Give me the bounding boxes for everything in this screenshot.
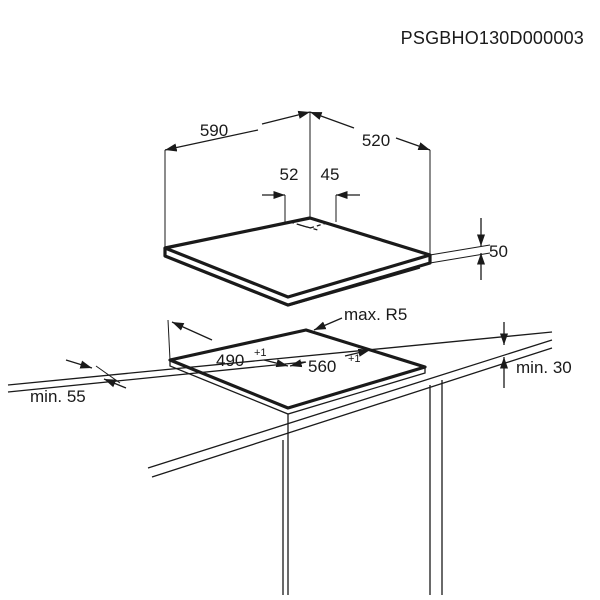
dim-min55-arrow-b <box>103 378 127 389</box>
dim-490-arrow-b <box>263 359 289 368</box>
dim-590-line-b <box>261 110 311 125</box>
hob-plate-edge <box>163 248 432 307</box>
dim-cutout-depth-tol: +1 <box>348 353 361 365</box>
worktop <box>7 331 553 478</box>
dim-offset-left-label: 52 <box>280 165 299 184</box>
hob-body-edge <box>177 261 421 307</box>
worktop-rear-edge-inner <box>7 361 306 393</box>
dim-min-below-label: min. 30 <box>516 358 572 377</box>
hob-top-plate <box>163 216 432 299</box>
hob-unit <box>163 216 432 307</box>
dim-560-arrow-b <box>344 348 371 357</box>
dim-590-line-a <box>164 129 259 152</box>
worktop-front-edge-lower <box>151 347 553 478</box>
hob-hidden-line <box>299 224 319 231</box>
dim-520-line-b <box>395 137 431 151</box>
dim-depth-label: 520 <box>362 131 390 150</box>
dim-560-arrow-a <box>289 359 307 368</box>
dim-min55-arrow-a <box>65 359 93 369</box>
document-code: PSGBHO130D000003 <box>401 28 584 48</box>
ext-line-490 <box>167 319 171 361</box>
worktop-rear-edge <box>7 331 553 386</box>
dim-cutout-width-tol: +1 <box>254 347 267 359</box>
cutout-outline <box>168 328 427 410</box>
dim-cutout-width-label: 490 <box>216 351 244 370</box>
dim-offset-right-label: 45 <box>321 165 340 184</box>
dim-cutout-depth-label: 560 <box>308 357 336 376</box>
dim-width-label: 590 <box>200 121 228 140</box>
worktop-front-edge <box>147 339 553 469</box>
cabinet <box>282 380 443 595</box>
dim-min55-ext <box>95 365 121 384</box>
radius-leader <box>313 317 343 331</box>
dim-min-front-label: min. 55 <box>30 387 86 406</box>
dim-radius-label: max. R5 <box>344 305 407 324</box>
ext-line-50-top <box>429 244 491 256</box>
dim-height-label: 50 <box>489 242 508 261</box>
dim-520-line-a <box>309 111 355 129</box>
dim-490-arrow-a <box>171 321 213 341</box>
